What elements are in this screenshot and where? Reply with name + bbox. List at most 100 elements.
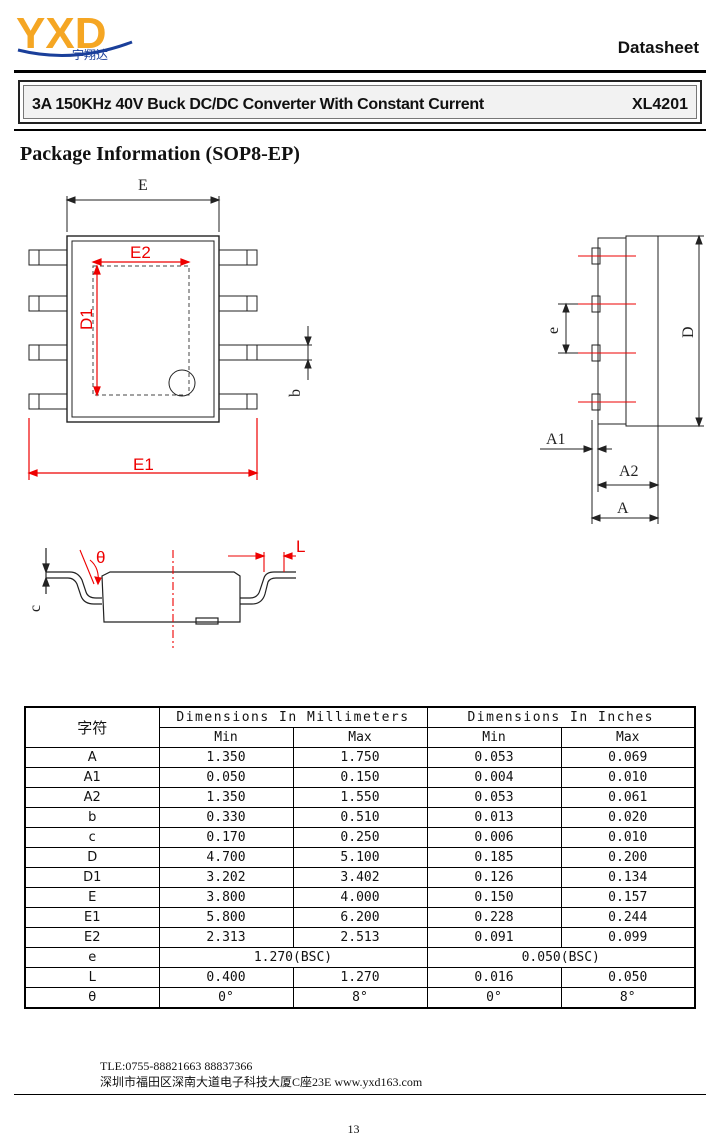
table-cell: 0.010: [560, 767, 696, 788]
table-cell: 0.126: [426, 867, 562, 888]
table-cell: D: [24, 847, 160, 868]
table-cell: 1.350: [158, 747, 294, 768]
table-cell: 0.134: [560, 867, 696, 888]
section-title: Package Information (SOP8-EP): [20, 143, 300, 165]
dimensions-table: 字符 Dimensions In Millimeters Dimensions …: [24, 706, 696, 1009]
header-rule: [14, 70, 706, 73]
label-L: L: [296, 537, 305, 556]
package-drawing: E E2 D1 b E1: [27, 177, 704, 648]
table-cell: 0.013: [426, 807, 562, 828]
part-number: XL4201: [631, 96, 688, 113]
label-D: D: [680, 326, 697, 338]
table-cell: 0.150: [426, 887, 562, 908]
title-banner-inner: 3A 150KHz 40V Buck DC/DC Converter With …: [23, 85, 697, 119]
company-logo: YXD: [16, 9, 133, 58]
logo-text: YXD: [16, 9, 106, 58]
label-E: E: [138, 177, 148, 194]
label-b: b: [287, 389, 304, 397]
footer-tel: TLE:0755-88821663 88837366: [100, 1059, 253, 1073]
front-view-red-dims: [79, 549, 296, 648]
table-cell: 5.100: [292, 847, 428, 868]
table-cell: 0.016: [426, 967, 562, 988]
symbol-header: 字符: [24, 706, 160, 748]
table-cell: 0.050(BSC): [426, 947, 696, 968]
table-cell: 0.061: [560, 787, 696, 808]
page-number: 13: [347, 1122, 360, 1136]
top-view: [28, 196, 312, 423]
label-A: A: [617, 500, 629, 517]
table-cell: 6.200: [292, 907, 428, 928]
table-cell: 3.202: [158, 867, 294, 888]
label-A1: A1: [546, 431, 566, 448]
footer-rule: [14, 1094, 706, 1095]
doc-type-label: Datasheet: [617, 38, 699, 57]
table-cell: 3.402: [292, 867, 428, 888]
table-cell: 5.800: [158, 907, 294, 928]
table-cell: 0.170: [158, 827, 294, 848]
label-c: c: [27, 605, 44, 612]
table-cell: e: [24, 947, 160, 968]
table-cell: 0.053: [426, 747, 562, 768]
table-cell: 0.228: [426, 907, 562, 928]
table-cell: 0.053: [426, 787, 562, 808]
table-subheader-row: Min Max Min Max: [25, 727, 696, 748]
title-banner: 3A 150KHz 40V Buck DC/DC Converter With …: [18, 80, 702, 124]
table-cell: 2.513: [292, 927, 428, 948]
table-cell: 0.006: [426, 827, 562, 848]
table-cell: 1.270: [292, 967, 428, 988]
table-cell: 0°: [158, 987, 294, 1009]
top-view-red-dims: [27, 258, 259, 480]
table-cell: θ: [24, 987, 160, 1009]
table-cell: 4.700: [158, 847, 294, 868]
table-cell: 1.750: [292, 747, 428, 768]
table-cell: A1: [24, 767, 160, 788]
footer-address: 深圳市福田区深南大道电子科技大厦C座23E www.yxd163.com: [100, 1075, 423, 1089]
footer-contact: TLE:0755-88821663 88837366 深圳市福田区深南大道电子科…: [100, 1058, 422, 1090]
table-cell: A2: [24, 787, 160, 808]
logo-swoosh: [17, 40, 133, 57]
table-cell: 0.069: [560, 747, 696, 768]
table-cell: L: [24, 967, 160, 988]
table-cell: 0.400: [158, 967, 294, 988]
table-cell: 0.091: [426, 927, 562, 948]
mm-max-header: Max: [292, 727, 428, 748]
logo-subtitle: 宇翔达: [72, 48, 109, 62]
in-header: Dimensions In Inches: [426, 706, 696, 728]
table-cell: A: [24, 747, 160, 768]
label-e: e: [545, 327, 562, 334]
in-min-header: Min: [426, 727, 562, 748]
mm-min-header: Min: [158, 727, 294, 748]
table-cell: 1.550: [292, 787, 428, 808]
table-cell: 8°: [292, 987, 428, 1009]
table-cell: 0.250: [292, 827, 428, 848]
table-cell: c: [24, 827, 160, 848]
label-E2: E2: [130, 243, 151, 262]
table-cell: 0.099: [560, 927, 696, 948]
table-cell: 3.800: [158, 887, 294, 908]
table-cell: 0.157: [560, 887, 696, 908]
label-A2: A2: [619, 463, 639, 480]
table-cell: 2.313: [158, 927, 294, 948]
table-cell: 0.510: [292, 807, 428, 828]
table-cell: 1.350: [158, 787, 294, 808]
table-cell: 0°: [426, 987, 562, 1009]
table-cell: D1: [24, 867, 160, 888]
table-cell: 0.020: [560, 807, 696, 828]
banner-rule: [14, 129, 706, 131]
mm-header: Dimensions In Millimeters: [158, 706, 428, 728]
table-cell: E: [24, 887, 160, 908]
product-title: 3A 150KHz 40V Buck DC/DC Converter With …: [32, 96, 484, 113]
table-cell: 0.185: [426, 847, 562, 868]
table-cell: 1.270(BSC): [158, 947, 428, 968]
